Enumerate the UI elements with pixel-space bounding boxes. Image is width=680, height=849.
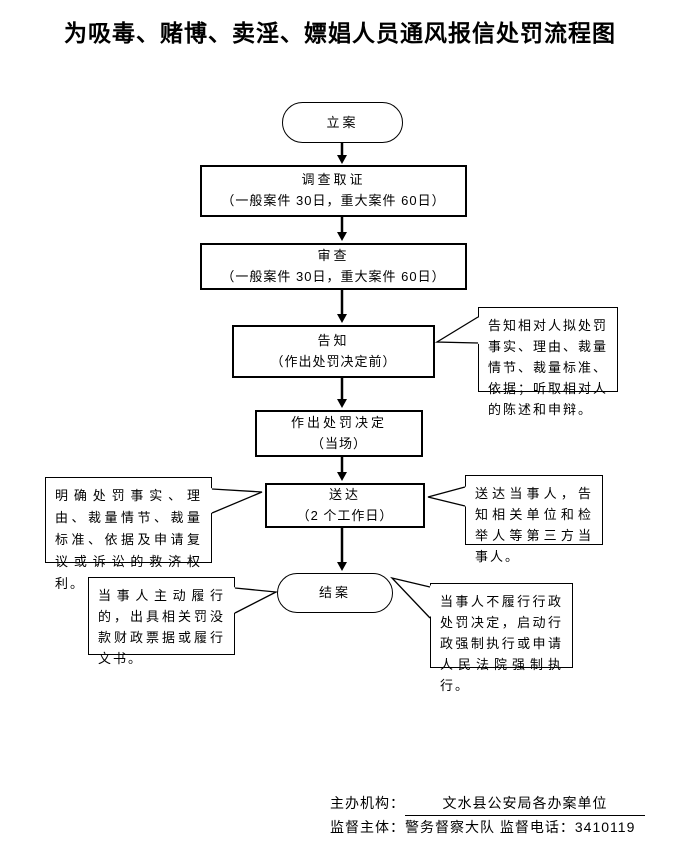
flow-arrow-down-icon	[337, 378, 347, 408]
footer-org-line: 主办机构：文水县公安局各办案单位	[330, 792, 660, 816]
flow-node-sublabel: （作出处罚决定前）	[270, 353, 397, 369]
callout-pointer	[232, 587, 279, 614]
callout-pointer	[434, 316, 481, 344]
footer-supervision-line: 监督主体：警务督察大队 监督电话：3410119	[330, 816, 660, 839]
flow-node-start: 立案	[282, 102, 403, 143]
flow-arrow-down-icon	[337, 290, 347, 323]
flow-node-decision: 作出处罚决定 （当场）	[255, 410, 423, 457]
flow-arrow-down-icon	[337, 528, 347, 571]
page-title: 为吸毒、赌博、卖淫、嫖娼人员通风报信处罚流程图	[64, 20, 616, 46]
flow-node-sublabel: （当场）	[310, 435, 367, 451]
footer-phone-label: 监督电话：	[499, 819, 575, 835]
flow-node-label: 告知	[317, 332, 350, 348]
flow-arrow-down-icon	[337, 217, 347, 241]
flow-node-sublabel: （一般案件 30日，重大案件 60日）	[221, 193, 446, 208]
callout-close-right-note: 当事人不履行行政处罚决定，启动行政强制执行或申请人民法院强制执行。	[430, 583, 573, 693]
flow-arrow-down-icon	[337, 143, 347, 164]
flow-arrow-down-icon	[337, 457, 347, 481]
footer-supervisor-value: 警务督察大队	[405, 819, 495, 835]
flow-node-review: 审查 （一般案件 30日，重大案件 60日）	[200, 243, 467, 290]
flow-node-sublabel: （2 个工作日）	[296, 507, 394, 523]
flow-node-label: 审查	[317, 247, 350, 263]
callout-pointer	[390, 576, 433, 619]
flow-node-label: 立案	[326, 114, 359, 130]
footer-supervisor-label: 监督主体：	[330, 819, 405, 835]
flow-node-label: 作出处罚决定	[290, 414, 387, 430]
flow-node-deliver: 送达 （2 个工作日）	[265, 483, 425, 528]
footer-org-label: 主办机构：	[330, 795, 405, 811]
flow-node-label: 送达	[328, 486, 361, 502]
flow-node-label: 结案	[318, 585, 351, 600]
flow-node-label: 调查取证	[301, 172, 366, 187]
footer: 主办机构：文水县公安局各办案单位 监督主体：警务督察大队 监督电话：341011…	[330, 792, 660, 839]
callout-deliver-left-note: 明确处罚事实、理由、裁量情节、裁量标准、依据及申请复议或诉讼的救济权利。	[45, 477, 212, 591]
flow-node-close: 结案	[277, 573, 393, 613]
footer-org-value: 文水县公安局各办案单位	[405, 792, 645, 816]
footer-phone-value: 3410119	[574, 819, 636, 835]
callout-deliver-right-note: 送达当事人，告知相关单位和检举人等第三方当事人。	[465, 475, 603, 564]
flow-node-notify: 告知 （作出处罚决定前）	[232, 325, 435, 378]
callout-pointer	[427, 486, 468, 507]
callout-notify-note: 告知相对人拟处罚事实、理由、裁量情节、裁量标准、依据；听取相对人的陈述和申辩。	[478, 307, 618, 417]
callout-close-left-note: 当事人主动履行的，出具相关罚没款财政票据或履行文书。	[88, 577, 235, 666]
flow-node-sublabel: （一般案件 30日，重大案件 60日）	[221, 268, 446, 284]
callout-pointer	[209, 488, 263, 514]
flow-node-investigate: 调查取证 （一般案件 30日，重大案件 60日）	[200, 165, 467, 217]
